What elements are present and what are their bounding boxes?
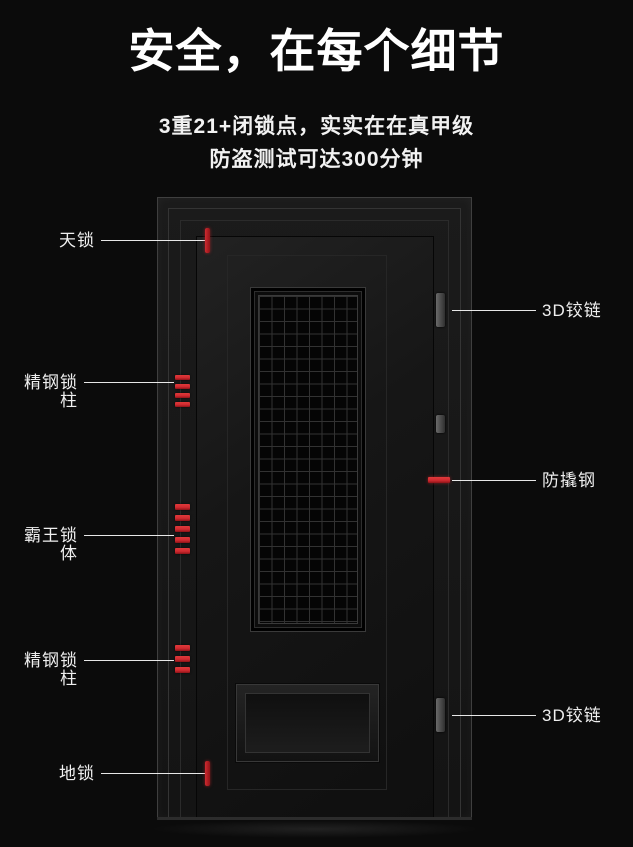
- floor-shadow: [150, 820, 480, 838]
- callout-label-lock-body: 霸王锁体: [24, 526, 78, 563]
- leader-line-steel-lock-bolts-lower: [84, 660, 174, 661]
- lock-bolt-icon: [175, 667, 190, 673]
- callout-label-hinge-top: 3D铰链: [542, 301, 602, 320]
- door-slab-molding: [227, 255, 387, 790]
- door-lower-panel-inset: [245, 693, 370, 753]
- hinge-bottom-icon: [436, 698, 445, 732]
- steel-lock-bolts-lower-marker: [175, 645, 190, 678]
- lock-body-marker: [175, 504, 190, 559]
- lock-bolt-icon: [175, 548, 190, 554]
- ground-lock-marker: [205, 761, 210, 786]
- anti-pry-steel-marker: [428, 477, 450, 483]
- door-illustration: [157, 197, 472, 820]
- leader-line-hinge-top: [452, 310, 536, 311]
- page-title: 安全，在每个细节: [128, 25, 505, 77]
- lock-bolt-icon: [175, 393, 190, 398]
- door-threshold: [157, 817, 472, 820]
- callout-label-anti-pry-steel: 防撬钢: [542, 471, 596, 490]
- lock-bolt-icon: [175, 402, 190, 407]
- callout-label-steel-lock-bolts-upper: 精钢锁柱: [24, 373, 78, 410]
- hinge-top-icon: [436, 293, 445, 327]
- door-frame-line-outer: [168, 208, 461, 820]
- hinge-middle-icon: [436, 415, 445, 433]
- steel-lock-bolts-upper-marker: [175, 375, 190, 411]
- door-window-frame: [250, 287, 366, 632]
- subtitle-line-1: 3重21+闭锁点，实实在在真甲级: [158, 115, 475, 138]
- lock-bolt-icon: [175, 537, 190, 543]
- leader-line-anti-pry-steel: [452, 480, 536, 481]
- leader-line-hinge-bottom: [452, 715, 536, 716]
- callout-label-ground-lock: 地锁: [59, 764, 95, 783]
- leader-line-sky-lock: [101, 240, 205, 241]
- leader-line-steel-lock-bolts-upper: [84, 382, 174, 383]
- lock-bolt-icon: [175, 515, 190, 521]
- leader-line-ground-lock: [101, 773, 205, 774]
- callout-label-hinge-bottom: 3D铰链: [542, 706, 602, 725]
- lock-bolt-icon: [175, 384, 190, 389]
- leader-line-lock-body: [84, 535, 174, 536]
- callout-label-sky-lock: 天锁: [59, 231, 95, 250]
- door-lower-panel: [235, 683, 380, 763]
- lock-bolt-icon: [175, 656, 190, 662]
- subtitle-line-2: 防盗测试可达300分钟: [209, 148, 424, 171]
- lock-bolt-icon: [175, 375, 190, 380]
- lock-bolt-icon: [175, 645, 190, 651]
- door-window-grid: [258, 295, 358, 624]
- callout-label-steel-lock-bolts-lower: 精钢锁柱: [24, 651, 78, 688]
- sky-lock-marker: [205, 228, 210, 253]
- lock-bolt-icon: [175, 504, 190, 510]
- lock-bolt-icon: [175, 526, 190, 532]
